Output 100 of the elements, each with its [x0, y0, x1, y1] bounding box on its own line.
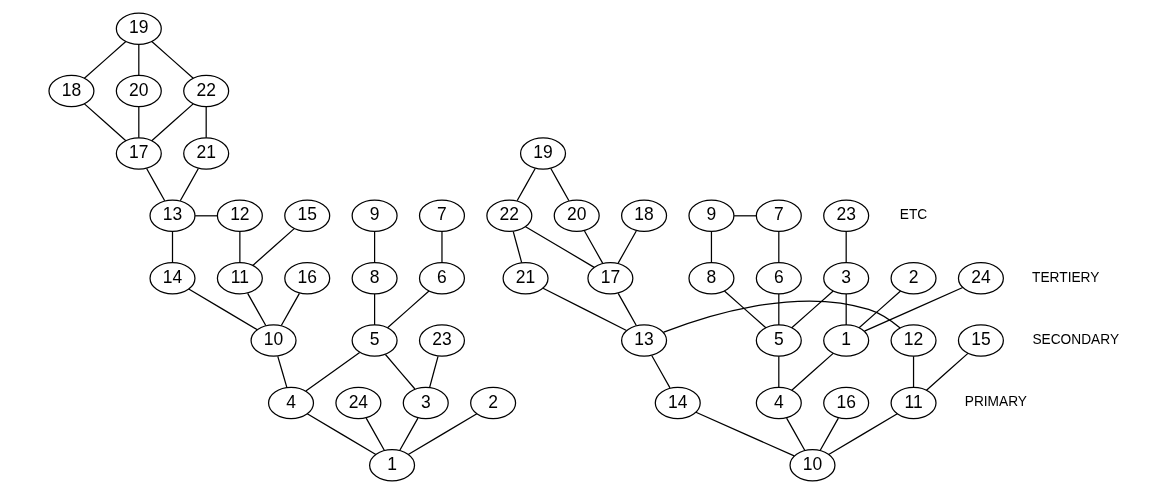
- node-ellipse: 22: [182, 74, 229, 108]
- node-ellipse: 7: [418, 199, 465, 233]
- connector: [276, 355, 287, 388]
- node-ellipse: 5: [755, 324, 802, 357]
- connector: [549, 167, 570, 202]
- node-ellipse: 9: [351, 199, 398, 233]
- connector: [304, 351, 360, 392]
- connector: [398, 417, 419, 451]
- connector: [205, 106, 207, 139]
- connector: [150, 103, 194, 142]
- connector: [516, 167, 536, 202]
- connector: [617, 230, 637, 264]
- node-ellipse: 24: [334, 386, 381, 420]
- node-ellipse: 17: [115, 137, 162, 170]
- connector: [384, 353, 416, 390]
- node-ellipse: 21: [182, 137, 229, 170]
- node-ellipse: 14: [654, 386, 701, 420]
- connector: [246, 292, 266, 327]
- node-ellipse: 4: [267, 386, 314, 420]
- connector: [541, 287, 627, 332]
- connector: [858, 290, 901, 329]
- connector: [732, 215, 757, 217]
- node-ellipse: 15: [283, 199, 330, 233]
- node-ellipse: 6: [755, 261, 802, 295]
- node-ellipse: 5: [351, 324, 398, 357]
- node-ellipse: 6: [418, 261, 465, 295]
- node-ellipse: 2: [469, 386, 516, 420]
- node-ellipse: 13: [148, 199, 196, 233]
- connector: [280, 292, 300, 327]
- node-ellipse: 7: [755, 199, 802, 233]
- connector: [238, 230, 240, 264]
- connector: [145, 167, 165, 202]
- connector: [790, 290, 834, 329]
- connector: [694, 411, 795, 457]
- node-ellipse: 19: [519, 137, 566, 170]
- connector: [777, 230, 779, 264]
- node-ellipse: 15: [957, 324, 1004, 357]
- connector: [373, 230, 375, 264]
- connector: [912, 355, 914, 388]
- node-ellipse: 18: [620, 199, 667, 233]
- node-ellipse: 17: [586, 261, 633, 295]
- node-ellipse: 23: [822, 199, 869, 233]
- connector: [925, 352, 969, 391]
- node-ellipse: 8: [687, 261, 735, 295]
- connector: [365, 417, 385, 451]
- node-ellipse: 16: [283, 261, 330, 295]
- node-ellipse: 8: [351, 261, 398, 295]
- connector: [150, 40, 194, 79]
- node-ellipse: 12: [889, 324, 937, 357]
- node-ellipse: 9: [687, 199, 735, 233]
- node-ellipse: 10: [249, 324, 297, 357]
- node-ellipse: 23: [418, 324, 465, 357]
- connector: [662, 300, 901, 333]
- connector: [137, 43, 139, 77]
- node-ellipse: 19: [115, 12, 162, 45]
- node-ellipse: 13: [620, 324, 667, 357]
- connector: [137, 106, 139, 139]
- connector: [845, 230, 847, 264]
- node-ellipse: 11: [216, 261, 263, 295]
- node-ellipse: 24: [957, 261, 1004, 295]
- connector: [524, 226, 595, 268]
- connector: [83, 40, 126, 79]
- node-ellipse: 3: [402, 386, 449, 420]
- node-ellipse: 4: [755, 386, 802, 420]
- connector: [777, 355, 779, 388]
- connector: [512, 230, 522, 264]
- node-ellipse: 21: [501, 261, 549, 295]
- node-ellipse: 1: [368, 449, 415, 482]
- connector: [723, 290, 766, 329]
- node-ellipse: 10: [788, 449, 836, 482]
- label: TERTIERY: [1031, 269, 1099, 285]
- node-ellipse: 1: [822, 324, 869, 357]
- node-ellipse: 3: [822, 261, 869, 295]
- connector: [790, 352, 834, 391]
- connector: [179, 167, 199, 202]
- node-ellipse: 16: [822, 386, 869, 420]
- connector: [863, 286, 963, 332]
- connector: [171, 230, 173, 264]
- connector: [617, 292, 637, 327]
- label: PRIMARY: [964, 394, 1027, 410]
- connector: [827, 413, 898, 456]
- connector: [251, 227, 295, 267]
- connector: [407, 413, 477, 456]
- connector: [710, 230, 712, 264]
- node-ellipse: 22: [485, 199, 532, 233]
- label: ETC: [899, 207, 927, 223]
- connector: [187, 288, 258, 331]
- connector: [428, 355, 439, 388]
- node-ellipse: 11: [889, 386, 937, 420]
- connector: [194, 215, 218, 217]
- connector: [650, 355, 671, 389]
- node-ellipse: 12: [216, 199, 263, 233]
- connector: [306, 413, 376, 456]
- connector: [83, 103, 126, 142]
- connector: [819, 417, 839, 451]
- connector: [583, 230, 603, 264]
- node-ellipse: 14: [148, 261, 196, 295]
- node-ellipse: 20: [115, 74, 162, 108]
- node-ellipse: 18: [47, 74, 95, 108]
- connector: [386, 290, 430, 329]
